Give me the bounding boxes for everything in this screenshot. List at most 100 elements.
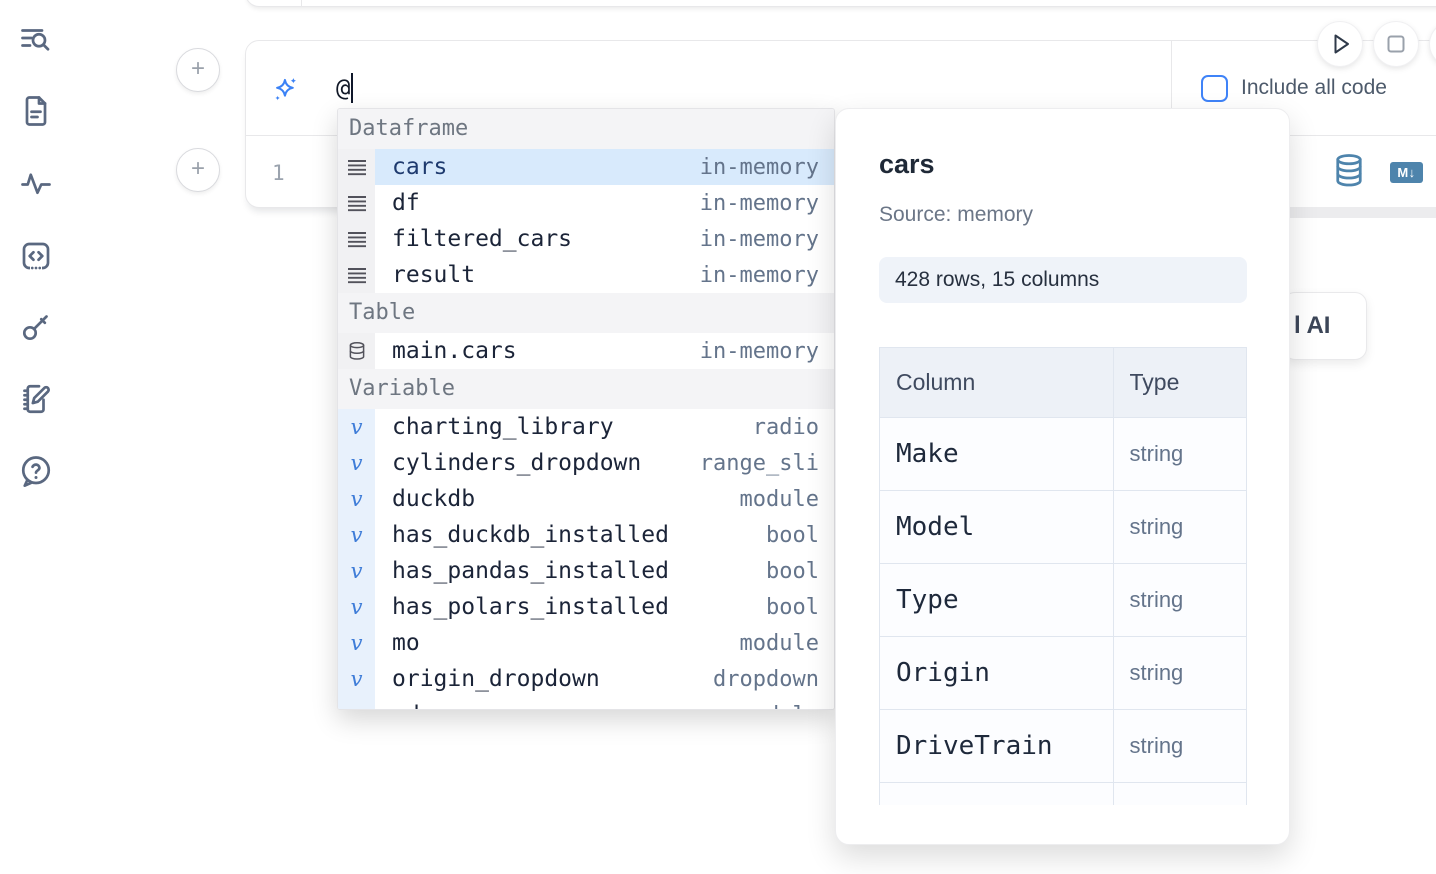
- item-name: duckdb: [392, 486, 476, 512]
- cell-bottom-edge: [1290, 207, 1436, 218]
- database-icon[interactable]: [1334, 154, 1364, 188]
- autocomplete-item-filtered_cars[interactable]: filtered_cars in-memory: [338, 221, 834, 257]
- column-name-cell: Model: [879, 490, 1114, 564]
- variable-icon: v: [338, 589, 375, 625]
- add-cell-button-top[interactable]: +: [176, 48, 220, 92]
- autocomplete-section-header: Dataframe: [338, 109, 834, 149]
- more-run-button[interactable]: [1430, 22, 1436, 66]
- clipped-letter: l: [1294, 312, 1307, 339]
- ai-button-label: AI: [1306, 312, 1331, 339]
- ai-button-partial[interactable]: l AI: [1283, 292, 1367, 360]
- autocomplete-item-cars[interactable]: cars in-memory: [338, 149, 834, 185]
- run-cell-button[interactable]: [1318, 22, 1362, 66]
- variable-icon: v: [338, 625, 375, 661]
- markdown-export-icon[interactable]: M↓: [1390, 162, 1423, 183]
- key-icon[interactable]: [18, 309, 54, 345]
- item-type: dropdown: [713, 666, 819, 692]
- autocomplete-section-header: Table: [338, 293, 834, 333]
- column-type-cell: string: [1112, 417, 1247, 491]
- include-all-code-control: Include all code: [1201, 41, 1387, 135]
- item-type: range_sli: [699, 450, 819, 476]
- item-type: in-memory: [699, 262, 819, 288]
- prompt-divider: [1171, 41, 1172, 135]
- autocomplete-section-header: Variable: [338, 369, 834, 409]
- column-name-cell: Origin: [879, 636, 1114, 710]
- activity-icon[interactable]: [18, 165, 54, 201]
- preview-source: Source: memory: [879, 203, 1034, 226]
- type-header: Type: [1112, 347, 1247, 418]
- preview-stats-badge: 428 rows, 15 columns: [879, 257, 1247, 303]
- ai-prompt-input[interactable]: @: [336, 41, 354, 135]
- text-cursor: [351, 73, 354, 103]
- stop-button[interactable]: [1374, 22, 1418, 66]
- scratchpad-icon[interactable]: [18, 381, 54, 417]
- item-type: in-memory: [699, 338, 819, 364]
- item-type: module: [739, 486, 819, 512]
- dataframe-preview-panel: cars Source: memory 428 rows, 15 columns…: [835, 108, 1290, 845]
- item-name: cars: [392, 154, 448, 180]
- item-name: cylinders_dropdown: [392, 450, 642, 476]
- autocomplete-item-has_polars_installed[interactable]: v has_polars_installed bool: [338, 589, 834, 625]
- item-type: module: [740, 703, 834, 710]
- sparkles-icon: [272, 76, 299, 103]
- ai-prompt-row: @ Include all code: [246, 41, 1436, 135]
- column-name-cell: Make: [879, 417, 1114, 491]
- code-snippets-icon[interactable]: [18, 238, 54, 274]
- item-type: in-memory: [699, 154, 819, 180]
- item-name: filtered_cars: [392, 226, 573, 252]
- preview-table-row-clipped: [879, 782, 1247, 805]
- item-type: bool: [766, 594, 819, 620]
- variable-icon: v: [338, 409, 375, 445]
- variable-icon: v: [338, 517, 375, 553]
- item-name: has_pandas_installed: [392, 558, 669, 584]
- dataframe-icon: [338, 185, 375, 221]
- previous-cell-edge: [245, 0, 1436, 7]
- variable-icon: v: [338, 553, 375, 589]
- column-header: Column: [879, 347, 1114, 418]
- autocomplete-item-result[interactable]: result in-memory: [338, 257, 834, 293]
- code-editor-row[interactable]: 1 M↓: [246, 136, 1436, 209]
- variable-icon: v: [338, 481, 375, 517]
- item-name: df: [392, 190, 420, 216]
- item-name: origin_dropdown: [392, 666, 600, 692]
- include-all-code-label: Include all code: [1241, 76, 1387, 99]
- table-icon: [338, 333, 375, 369]
- add-cell-button-bottom[interactable]: +: [176, 148, 220, 192]
- previous-cell-divider: [301, 0, 302, 7]
- autocomplete-item-main-cars[interactable]: main.cars in-memory: [338, 333, 834, 369]
- column-name-cell: DriveTrain: [879, 709, 1114, 783]
- item-type: bool: [766, 522, 819, 548]
- item-name: result: [392, 262, 476, 288]
- autocomplete-item-pd[interactable]: vpdmodule: [338, 697, 834, 710]
- dataframe-icon: [338, 257, 375, 293]
- column-name-cell: Type: [879, 563, 1114, 637]
- item-name: main.cars: [392, 338, 517, 364]
- dataframe-icon: [338, 149, 375, 185]
- variable-icon: v: [338, 697, 375, 709]
- item-name: has_polars_installed: [392, 594, 669, 620]
- help-icon[interactable]: [18, 453, 54, 489]
- list-search-icon[interactable]: [18, 23, 54, 59]
- sidebar: [0, 0, 72, 874]
- file-icon[interactable]: [18, 93, 54, 129]
- preview-table-header-row: Column Type: [879, 347, 1247, 418]
- item-type: in-memory: [699, 226, 819, 252]
- include-all-code-checkbox[interactable]: [1201, 74, 1228, 102]
- item-name: mo: [392, 630, 420, 656]
